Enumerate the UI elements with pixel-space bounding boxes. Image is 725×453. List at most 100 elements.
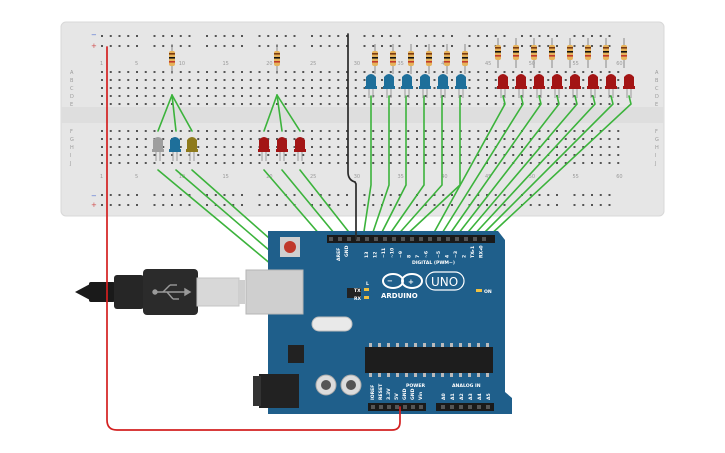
- row-letter: B: [655, 78, 659, 84]
- resistors[interactable]: [169, 38, 627, 74]
- digital-pin-label: ~5: [436, 251, 442, 258]
- column-number: 5: [135, 61, 138, 67]
- led[interactable]: [294, 137, 306, 161]
- resistor[interactable]: [513, 38, 519, 68]
- led[interactable]: [401, 74, 413, 98]
- green-wire[interactable]: [394, 95, 443, 239]
- power-wires[interactable]: [106, 33, 401, 431]
- resistor[interactable]: [603, 38, 609, 68]
- resistor[interactable]: [495, 38, 501, 68]
- green-wire[interactable]: [470, 95, 596, 239]
- green-wire[interactable]: [446, 95, 542, 239]
- led[interactable]: [258, 137, 270, 161]
- row-letter: D: [70, 94, 74, 100]
- black-gnd-wire[interactable]: [347, 33, 357, 240]
- green-wire[interactable]: [157, 94, 173, 132]
- green-wire[interactable]: [276, 94, 301, 132]
- led[interactable]: [587, 74, 599, 98]
- microcontroller-chip: [365, 347, 493, 373]
- column-number: 1: [100, 61, 103, 67]
- row-letter: C: [655, 86, 659, 92]
- resistor[interactable]: [621, 38, 627, 68]
- analog-header[interactable]: [436, 403, 494, 411]
- led[interactable]: [455, 74, 467, 98]
- power-label: POWER: [406, 383, 425, 389]
- column-number: 35: [398, 174, 404, 180]
- usb-cable[interactable]: [75, 269, 245, 315]
- led[interactable]: [169, 137, 181, 161]
- green-wire[interactable]: [386, 95, 425, 239]
- resistor[interactable]: [531, 38, 537, 68]
- green-wire[interactable]: [378, 95, 407, 239]
- green-wire[interactable]: [263, 94, 278, 132]
- green-wire[interactable]: [462, 95, 578, 239]
- crystal: [311, 316, 353, 332]
- resistor[interactable]: [274, 44, 280, 74]
- resistor[interactable]: [372, 44, 378, 74]
- led[interactable]: [533, 74, 545, 98]
- led[interactable]: [605, 74, 617, 98]
- led[interactable]: [437, 74, 449, 98]
- power-pin-label: Vin: [418, 392, 424, 400]
- red-5v-wire[interactable]: [106, 46, 401, 431]
- green-wire[interactable]: [438, 95, 524, 239]
- resistor[interactable]: [444, 44, 450, 74]
- power-pin-label: RESET: [378, 383, 384, 400]
- analog-pin-label: A5: [486, 393, 492, 400]
- green-wire[interactable]: [454, 95, 560, 239]
- regulator: [288, 345, 304, 363]
- led[interactable]: [569, 74, 581, 98]
- green-wire[interactable]: [486, 95, 632, 239]
- svg-text:−: −: [387, 277, 393, 285]
- analog-pin-label: A1: [450, 393, 456, 400]
- green-wire[interactable]: [430, 95, 506, 239]
- row-letter: F: [655, 129, 658, 135]
- digital-pin-label: ~3: [453, 251, 459, 258]
- led[interactable]: [551, 74, 563, 98]
- digital-pin-label: 2: [462, 255, 468, 258]
- row-letter: J: [69, 161, 71, 167]
- breadboard[interactable]: 1510152025303540455055601510152025303540…: [60, 21, 665, 217]
- column-number: 10: [179, 174, 185, 180]
- led[interactable]: [276, 137, 288, 161]
- power-pin-label: GND: [410, 388, 416, 400]
- power-pin-label: 3.3V: [386, 388, 392, 400]
- green-wire[interactable]: [171, 94, 193, 132]
- led[interactable]: [186, 137, 198, 161]
- green-wire[interactable]: [171, 94, 177, 132]
- digital-pin-label: TX▸1: [470, 246, 476, 258]
- column-number: 60: [616, 174, 622, 180]
- resistor[interactable]: [426, 44, 432, 74]
- power-pin-label: GND: [402, 388, 408, 400]
- led[interactable]: [419, 74, 431, 98]
- resistor[interactable]: [390, 44, 396, 74]
- rail-plus-bottom: +: [91, 201, 97, 209]
- analog-pin-label: A3: [468, 393, 474, 400]
- leds[interactable]: [152, 74, 635, 161]
- resistor[interactable]: [408, 44, 414, 74]
- led[interactable]: [497, 74, 509, 98]
- led[interactable]: [515, 74, 527, 98]
- digital-header-label: DIGITAL (PWM~): [412, 260, 455, 266]
- column-number: 15: [223, 174, 229, 180]
- column-number: 50: [529, 61, 535, 67]
- resistor[interactable]: [567, 38, 573, 68]
- green-wire[interactable]: [370, 95, 390, 239]
- led[interactable]: [383, 74, 395, 98]
- digital-pin-label: 8: [407, 255, 413, 258]
- digital-pin-label: ~9: [398, 251, 404, 258]
- resistor[interactable]: [462, 44, 468, 74]
- led[interactable]: [152, 137, 164, 161]
- resistor[interactable]: [585, 38, 591, 68]
- led[interactable]: [623, 74, 635, 98]
- row-letter: A: [655, 70, 659, 76]
- resistor[interactable]: [549, 38, 555, 68]
- column-number: 50: [529, 174, 535, 180]
- green-wire[interactable]: [276, 94, 283, 132]
- led[interactable]: [365, 74, 377, 98]
- row-letter: G: [655, 137, 659, 143]
- green-wire[interactable]: [362, 95, 372, 239]
- resistor[interactable]: [169, 44, 175, 74]
- green-wire[interactable]: [478, 95, 614, 239]
